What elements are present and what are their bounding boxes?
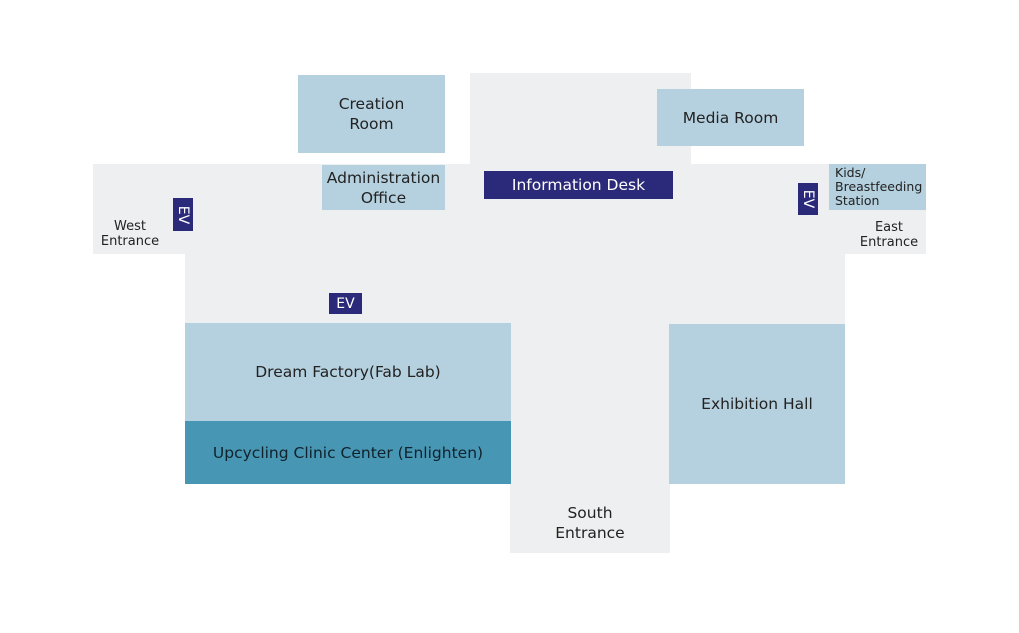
south-entrance-label: South Entrance [555,504,625,542]
corridor-north [470,73,691,165]
west-entrance-label: West Entrance [100,219,160,249]
east-entrance-label: East Entrance [859,220,919,250]
elevator-center[interactable]: EV [329,293,362,314]
elevator-center-label: EV [336,295,355,312]
elevator-west-label: EV [175,205,191,224]
room-dream-factory[interactable]: Dream Factory(Fab Lab) [185,323,511,421]
room-administration-office-label: Administration Office [326,168,441,207]
room-creation-label: Creation Room [338,95,405,133]
room-media[interactable]: Media Room [657,89,804,146]
corridor-south [510,322,670,553]
room-exhibition-hall-label: Exhibition Hall [701,395,813,413]
room-creation[interactable]: Creation Room [298,75,445,153]
room-kids-breastfeeding-label: Kids/ Breastfeeding Station [835,165,923,208]
corridor-center [185,252,845,324]
room-exhibition-hall[interactable]: Exhibition Hall [669,324,845,484]
room-media-label: Media Room [682,108,779,127]
room-upcycling-clinic[interactable]: Upcycling Clinic Center (Enlighten) [185,421,511,484]
elevator-east-label: EV [800,189,816,209]
room-administration-office[interactable]: Administration Office [322,165,445,210]
room-dream-factory-label: Dream Factory(Fab Lab) [255,363,441,381]
room-upcycling-clinic-label: Upcycling Clinic Center (Enlighten) [212,443,484,462]
room-kids-breastfeeding[interactable]: Kids/ Breastfeeding Station [829,164,926,210]
information-desk[interactable]: Information Desk [484,171,673,199]
elevator-west[interactable]: EV [173,198,193,231]
information-desk-label: Information Desk [511,176,646,194]
elevator-east[interactable]: EV [798,183,818,215]
